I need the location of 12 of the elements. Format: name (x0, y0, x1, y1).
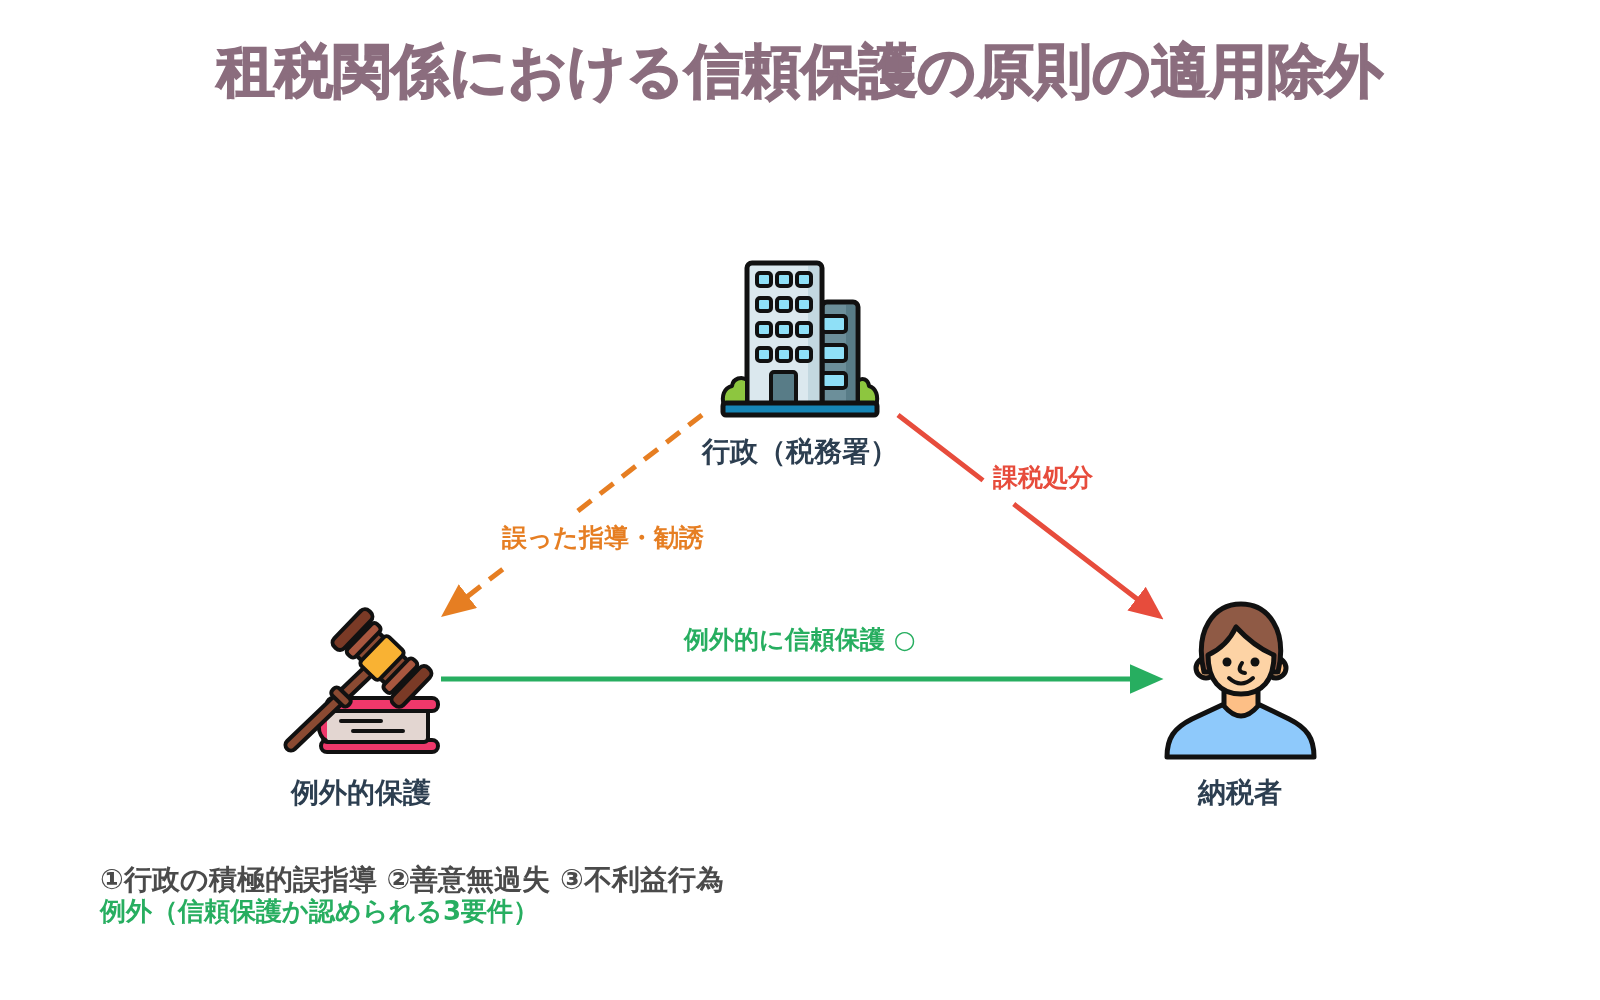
edge-label: 誤った指導・勧誘 (502, 523, 704, 553)
node-label: 例外的保護 (291, 776, 431, 810)
dashed-arrow (442, 412, 704, 617)
arrow (441, 664, 1163, 694)
arrow (896, 412, 1163, 619)
edge-label: 課税処分 (993, 463, 1093, 493)
edge-label: 例外的に信頼保護 ○ (684, 625, 916, 655)
note-heading: 例外（信頼保護か認められる3要件） (100, 896, 540, 926)
node-label: 行政（税務署） (702, 435, 898, 469)
node-label: 納税者 (1198, 776, 1282, 810)
title: 租税関係における信頼保護の原則の適用除外 (217, 37, 1383, 105)
note: ①行政の積極的誤指導 ②善意無過失 ③不利益行為 (100, 864, 724, 896)
